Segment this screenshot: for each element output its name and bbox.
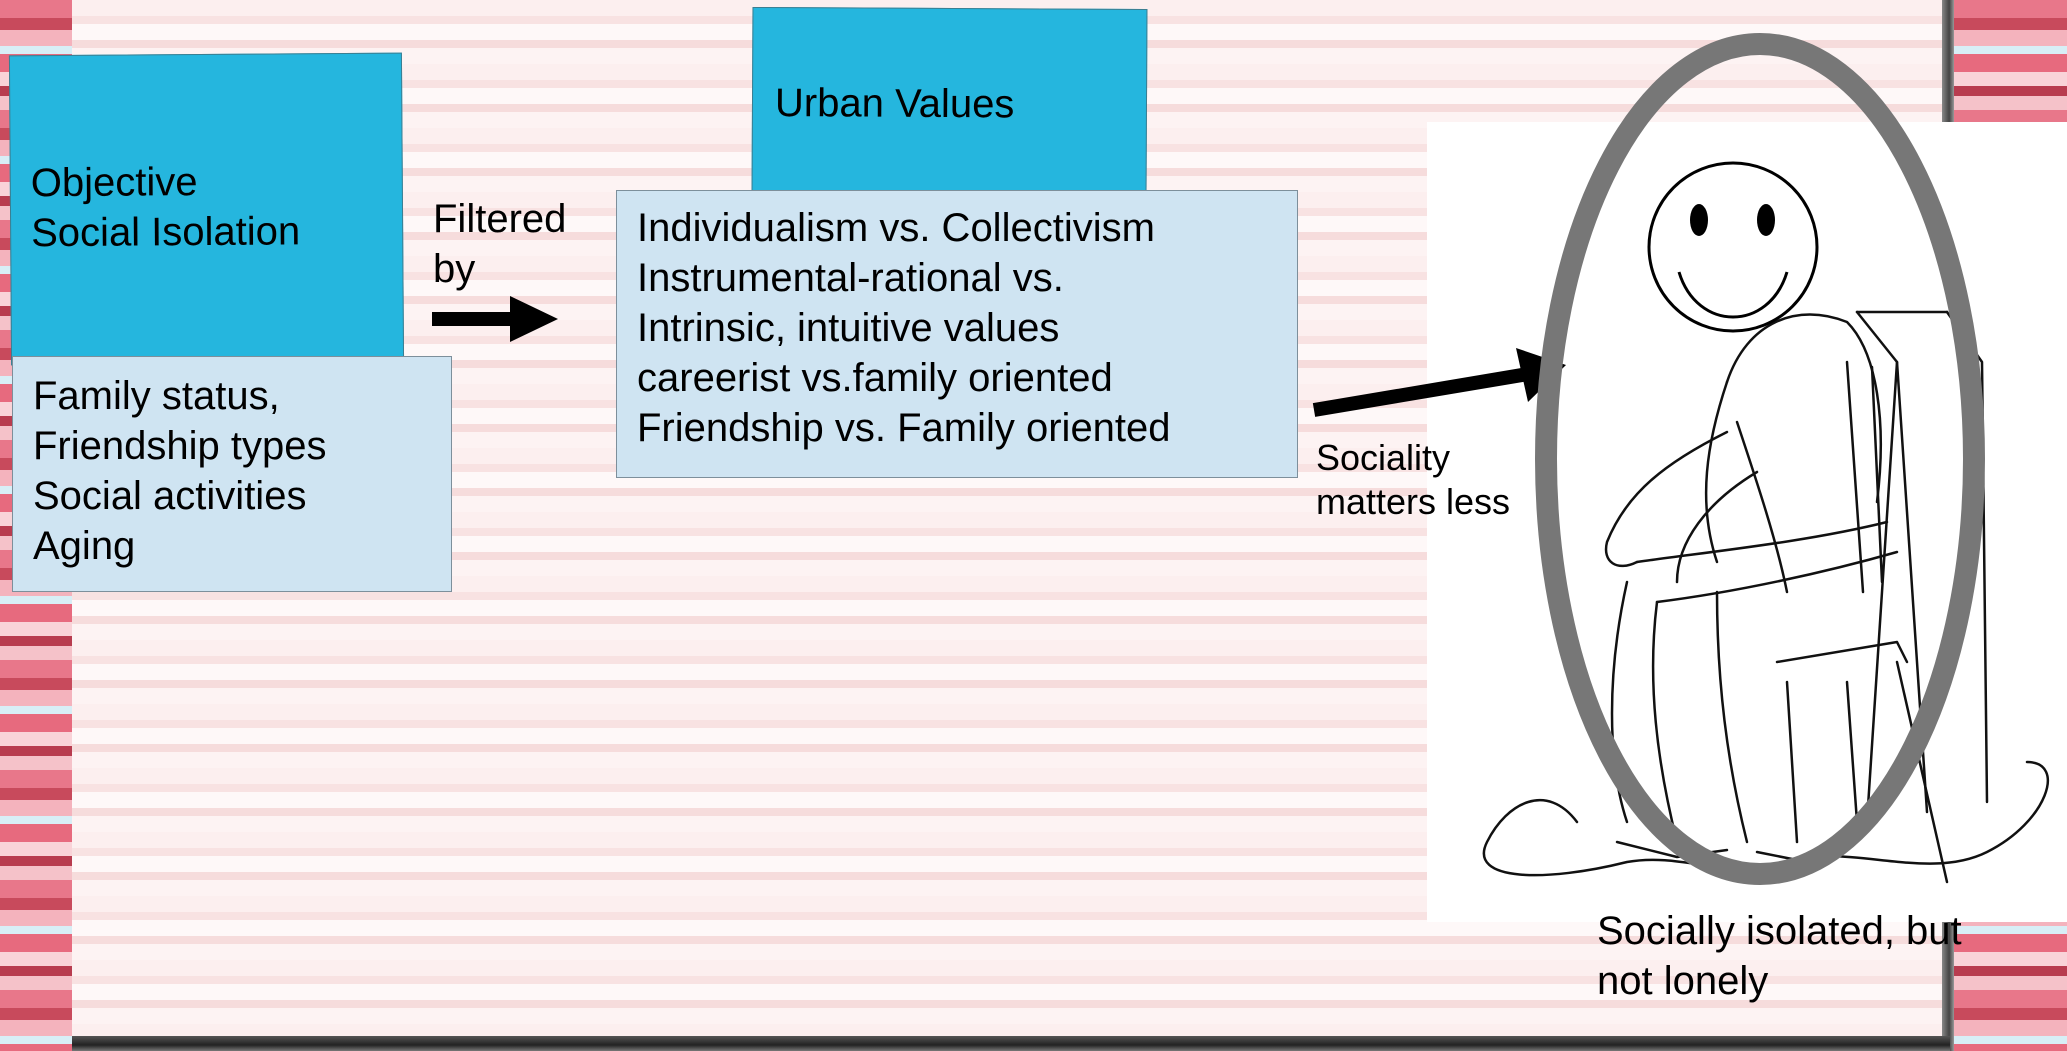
filtered-label-line-1: Filtered bbox=[433, 197, 567, 241]
filtered-by-label: Filtered by bbox=[433, 194, 566, 294]
outcome-caption-line-1: Socially isolated, but bbox=[1597, 909, 1962, 953]
outcome-caption: Socially isolated, but not lonely bbox=[1597, 906, 1962, 1006]
factor-friendship-types: Friendship types bbox=[33, 424, 327, 468]
smiley-face-icon bbox=[1647, 161, 1819, 333]
value-friendship-family: Friendship vs. Family oriented bbox=[637, 406, 1171, 450]
objective-title-line-1: Objective bbox=[30, 160, 198, 206]
value-individualism: Individualism vs. Collectivism bbox=[637, 206, 1155, 250]
urban-values-title: Urban Values bbox=[774, 81, 1015, 127]
value-instrumental-rational: Instrumental-rational vs. bbox=[637, 256, 1064, 300]
factor-aging: Aging bbox=[33, 524, 136, 568]
objective-title-line-2: Social Isolation bbox=[31, 209, 301, 256]
factor-family-status: Family status, bbox=[33, 374, 280, 418]
sociality-label: Sociality matters less bbox=[1316, 436, 1510, 524]
factors-box: Family status, Friendship types Social a… bbox=[12, 356, 452, 592]
isolation-ellipse bbox=[1535, 33, 1985, 885]
value-intrinsic-intuitive: Intrinsic, intuitive values bbox=[637, 306, 1060, 350]
sociality-line-2: matters less bbox=[1316, 481, 1511, 522]
slide-frame-bottom bbox=[72, 1036, 1950, 1051]
filter-arrow bbox=[432, 296, 558, 342]
urban-values-box: Urban Values bbox=[751, 6, 1148, 196]
objective-title: Objective Social Isolation bbox=[31, 156, 301, 258]
factor-social-activities: Social activities bbox=[33, 474, 307, 518]
values-list-box: Individualism vs. Collectivism Instrumen… bbox=[616, 190, 1298, 478]
filtered-label-line-2: by bbox=[433, 247, 476, 291]
sociality-line-1: Sociality bbox=[1316, 437, 1451, 478]
outcome-caption-line-2: not lonely bbox=[1597, 959, 1769, 1003]
seated-person-sketch bbox=[1482, 161, 2050, 884]
value-careerist-family: careerist vs.family oriented bbox=[637, 356, 1113, 400]
objective-social-isolation-box: Objective Social Isolation bbox=[8, 52, 405, 366]
